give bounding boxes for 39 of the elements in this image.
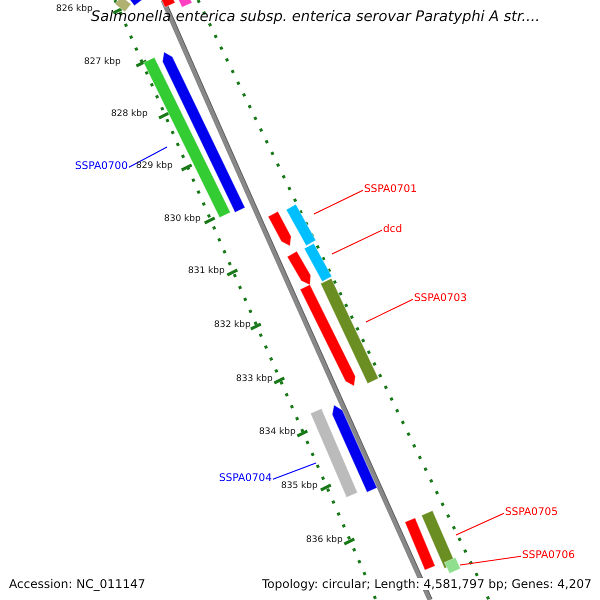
summary-text: Topology: circular; Length: 4,581,797 bp; Genes: 4,207 xyxy=(262,578,592,590)
scale-label: 833 kbp xyxy=(236,375,273,384)
scale-label: 830 kbp xyxy=(164,215,201,224)
gene-bar xyxy=(286,204,316,246)
leader-line xyxy=(314,190,364,214)
gene-bar xyxy=(267,210,292,247)
scale-label: 829 kbp xyxy=(136,162,173,171)
gene-bar xyxy=(299,284,356,387)
leader-line xyxy=(460,556,522,566)
gene-bar xyxy=(332,404,378,493)
leader-line xyxy=(332,230,382,254)
scale-label: 835 kbp xyxy=(281,482,318,491)
gene-label: SSPA0706 xyxy=(522,550,575,560)
scale-label: 832 kbp xyxy=(214,321,251,330)
gene-bar xyxy=(420,510,456,570)
scale-label: 827 kbp xyxy=(84,58,121,67)
gene-label: SSPA0704 xyxy=(219,473,272,484)
gene-label: SSPA0701 xyxy=(364,184,417,194)
leader-line xyxy=(366,298,414,322)
gene-bar xyxy=(404,517,436,571)
gene-bar xyxy=(286,250,312,286)
gene-label: dcd xyxy=(383,224,402,234)
scale-label: 826 kbp xyxy=(56,5,93,14)
leader-line xyxy=(272,462,316,480)
accession-text: Accession: NC_011147 xyxy=(9,578,146,590)
leader-line xyxy=(456,512,504,536)
gene-bar xyxy=(320,278,380,384)
gene-bar xyxy=(304,242,332,282)
gene-bar xyxy=(128,0,142,6)
scale-label: 831 kbp xyxy=(188,267,225,276)
leader-line xyxy=(128,146,168,168)
gene-label: SSPA0705 xyxy=(505,507,558,518)
gene-label: SSPA0703 xyxy=(414,293,467,304)
scale-label: 834 kbp xyxy=(259,428,296,437)
gene-bar xyxy=(444,556,462,574)
scale-label: 828 kbp xyxy=(111,110,148,119)
scale-label: 836 kbp xyxy=(306,536,343,545)
title: Salmonella enterica subsp. enterica serovar Paratyphi A str.... xyxy=(91,10,540,24)
gene-label: SSPA0700 xyxy=(75,161,128,172)
